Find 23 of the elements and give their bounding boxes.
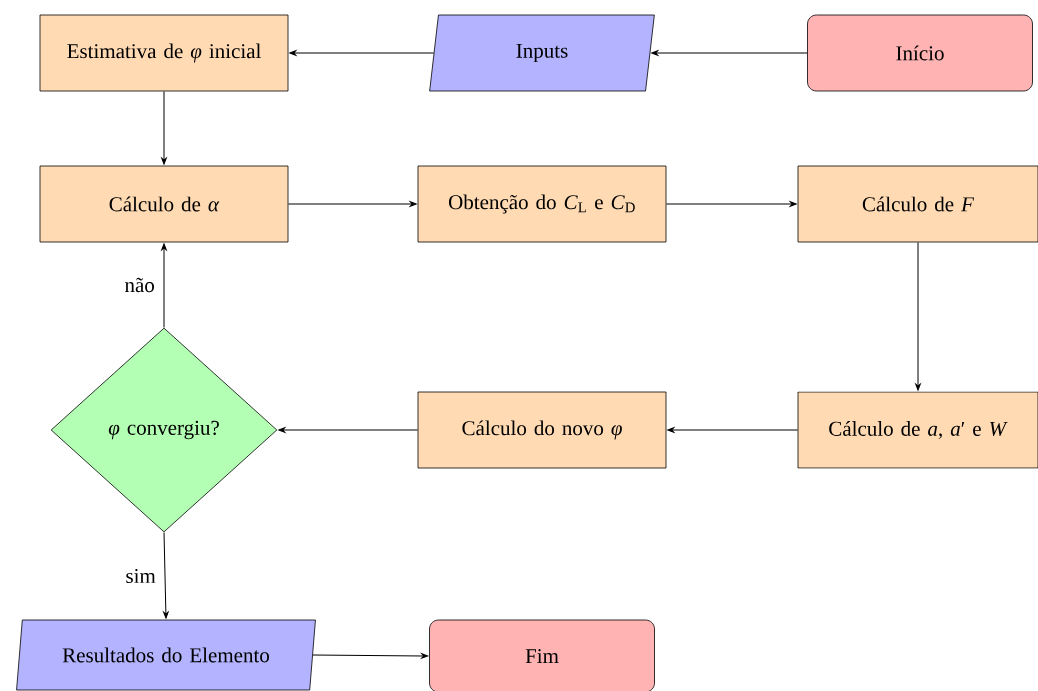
arrow xyxy=(289,50,435,56)
arrow xyxy=(278,427,419,433)
process-box: Cálculo de a, a′ e W xyxy=(797,391,1038,469)
io-parallelogram: Inputs xyxy=(429,14,655,92)
arrow xyxy=(312,653,429,659)
arrow xyxy=(161,243,167,329)
process-box: Cálculo de α xyxy=(39,165,289,243)
arrow xyxy=(915,241,921,391)
arrow xyxy=(161,90,167,165)
io-parallelogram: Resultados do Elemento xyxy=(16,619,316,691)
arrow xyxy=(665,201,797,207)
arrow xyxy=(287,201,417,207)
arrow xyxy=(651,50,808,56)
edge-label: não xyxy=(123,276,156,294)
process-box: Cálculo de F xyxy=(797,165,1038,243)
arrow xyxy=(163,531,169,619)
terminal-box: Fim xyxy=(429,619,655,691)
arrow xyxy=(667,427,799,433)
process-box: Cálculo do novo φ xyxy=(417,391,667,469)
edge-label: sim xyxy=(124,567,157,585)
process-box: Obtenção do C$_{L}$ e C$_{D}$ xyxy=(417,165,667,243)
terminal-box: Início xyxy=(807,14,1033,92)
process-box: Estimativa de φ inicial xyxy=(39,14,289,92)
